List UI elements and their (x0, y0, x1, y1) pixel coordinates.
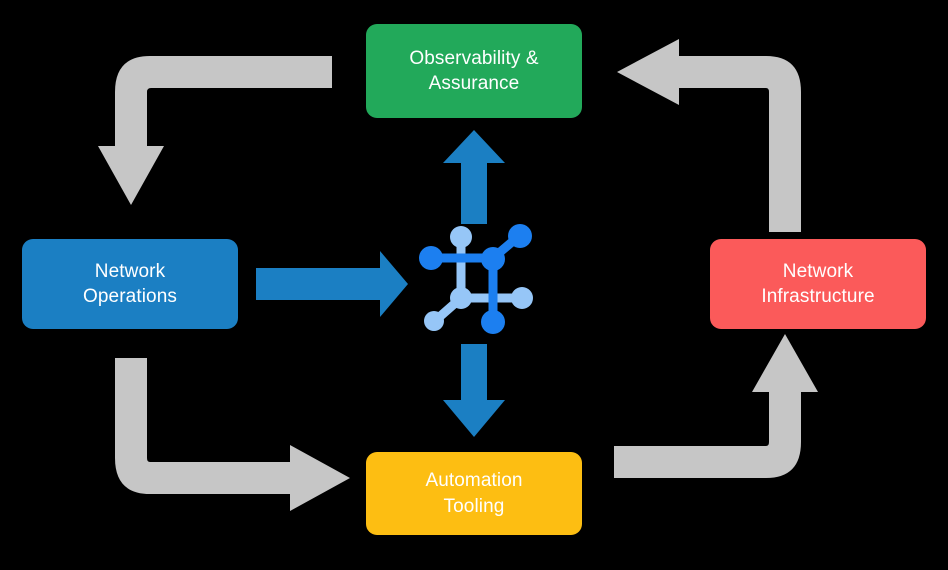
box-network-operations[interactable]: Network Operations (22, 239, 238, 329)
flow-arrow-observability-to-netops (98, 56, 332, 205)
box-network-infrastructure-label: Network Infrastructure (761, 260, 875, 307)
box-observability-and-assurance[interactable]: Observability & Assurance (366, 24, 582, 118)
flow-arrow-automation-to-netinfra (614, 334, 818, 478)
flow-arrow-netinfra-to-observability (617, 39, 801, 232)
box-automation-tooling[interactable]: Automation Tooling (366, 452, 582, 535)
primary-arrow-center-to-automation (443, 344, 505, 437)
flow-arrow-netops-to-automation (115, 358, 350, 511)
box-observability-label: Observability & Assurance (409, 47, 539, 94)
primary-arrow-center-to-observability (443, 130, 505, 224)
box-network-operations-label: Network Operations (83, 260, 177, 307)
primary-arrow-netops-to-center (256, 251, 408, 317)
box-network-infrastructure[interactable]: Network Infrastructure (710, 239, 926, 329)
box-automation-tooling-label: Automation Tooling (425, 470, 523, 517)
network-topology-icon-glyph (419, 224, 533, 334)
